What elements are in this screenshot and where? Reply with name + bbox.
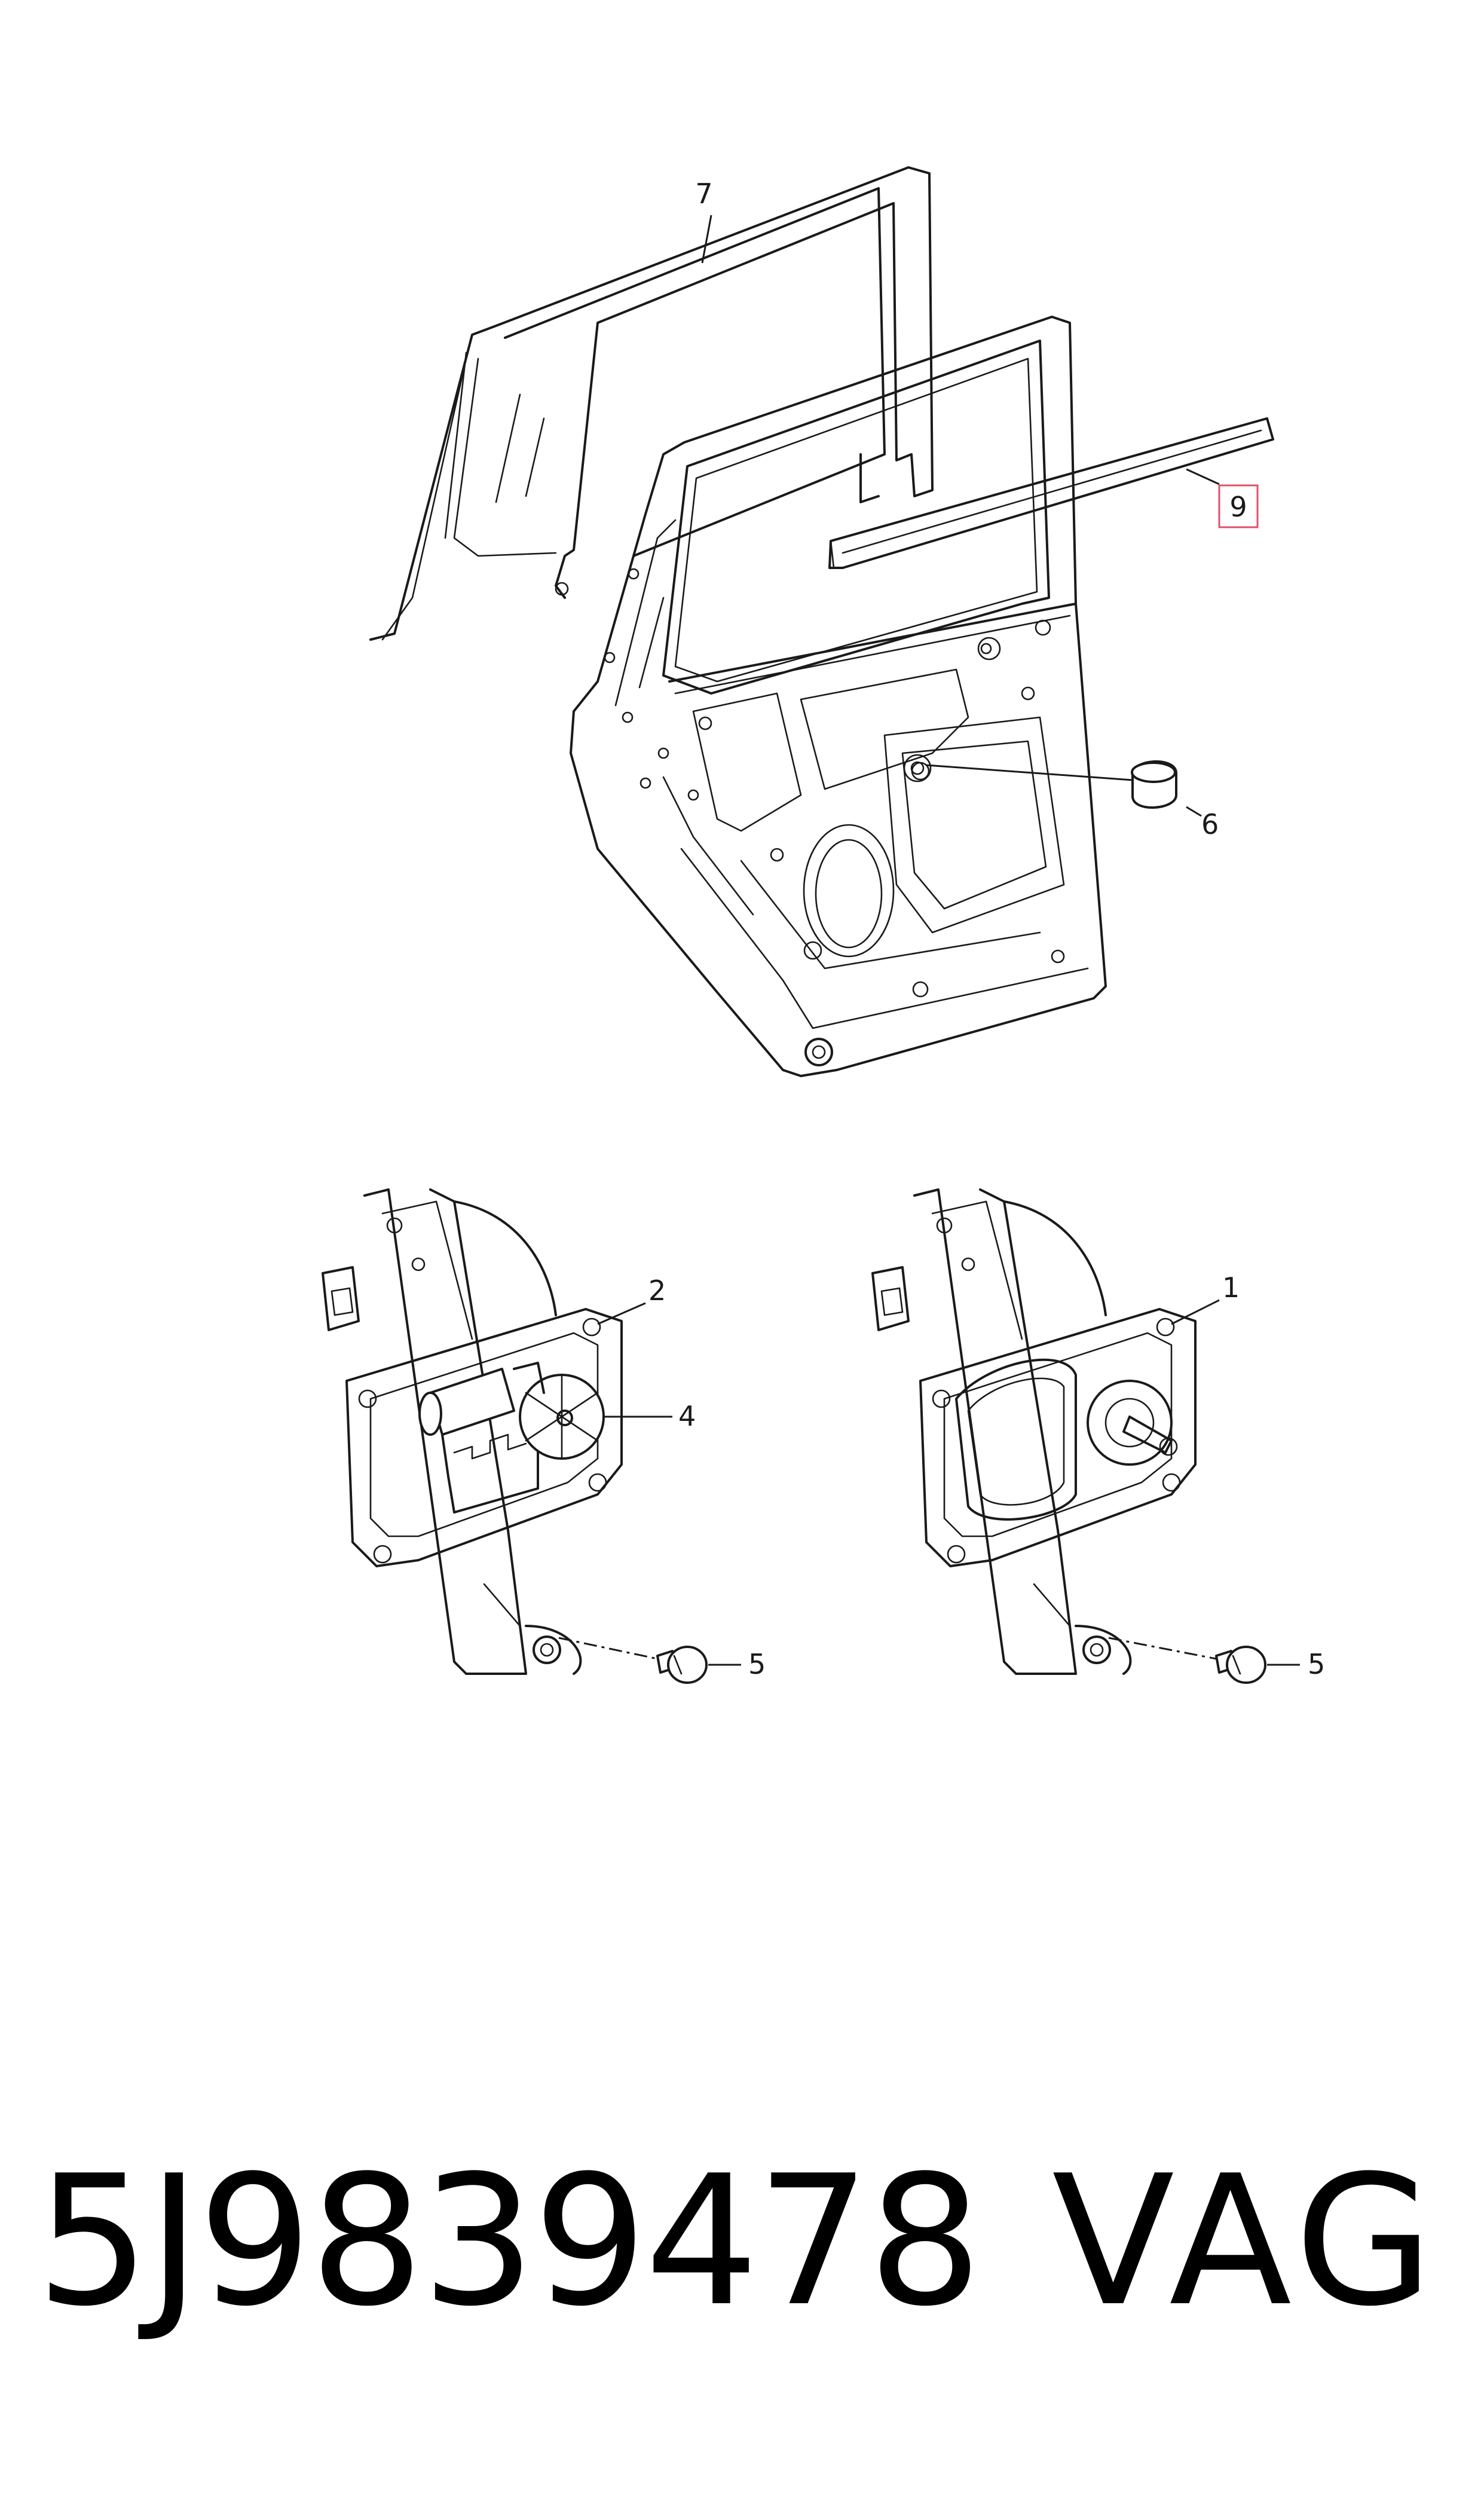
window-regulator-without-motor	[871, 1188, 1197, 1675]
callout-6: 6	[1201, 808, 1219, 840]
fastener-part-5-left	[656, 1646, 708, 1684]
window-glass-part-7	[369, 166, 934, 641]
callout-5-left: 5	[748, 1648, 766, 1680]
door-shell	[570, 316, 1107, 1077]
callout-2: 2	[648, 1274, 666, 1307]
brand-name: VAG	[1052, 2137, 1440, 2346]
callout-9-highlight	[1218, 484, 1259, 528]
callout-4: 4	[678, 1400, 696, 1432]
callout-7: 7	[695, 178, 712, 210]
callout-5-right: 5	[1308, 1648, 1325, 1680]
fastener-part-5-right	[1215, 1646, 1266, 1684]
callout-1: 1	[1222, 1271, 1240, 1304]
window-strip-part-9	[828, 417, 1274, 569]
leader-lines	[558, 215, 1300, 1666]
part-number: 5J9839478	[36, 2137, 982, 2346]
footer: 5J9839478 VAG	[0, 2128, 1484, 2379]
callout-9: 9	[1229, 491, 1247, 523]
plug-part-6	[903, 754, 1177, 809]
window-regulator-with-motor	[322, 1188, 623, 1675]
